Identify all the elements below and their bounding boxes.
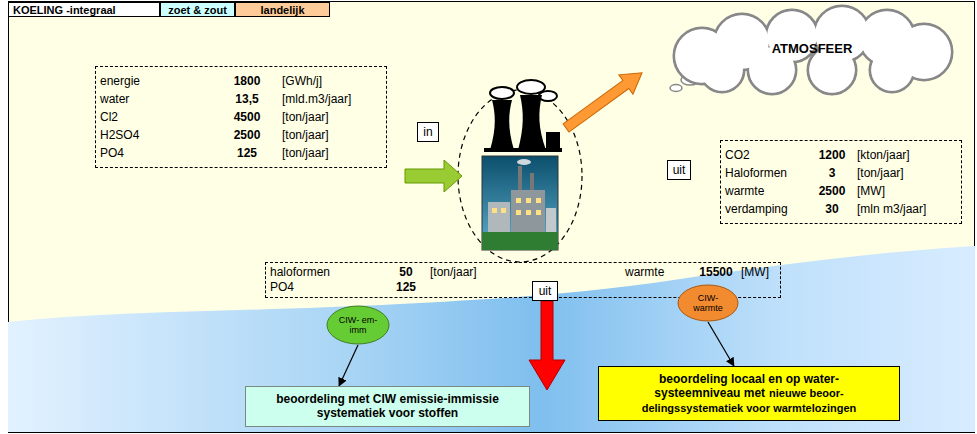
table-cell: [ton/jaar] bbox=[282, 146, 382, 160]
cloud-label: ATMOSFEER bbox=[772, 42, 853, 57]
table-cell: warmte bbox=[725, 184, 807, 198]
cloud-fill bbox=[871, 49, 913, 91]
header-tag: zoet & zout bbox=[160, 2, 235, 17]
table-cell: [ton/jaar] bbox=[430, 265, 550, 279]
factory-picture bbox=[511, 190, 545, 232]
table-cell: PO4 bbox=[270, 280, 382, 294]
table-cell: energie bbox=[100, 74, 212, 88]
table-cell: 1200 bbox=[807, 148, 857, 162]
table-cell: 3 bbox=[807, 166, 857, 180]
table-cell: 30 bbox=[807, 202, 857, 216]
factory-picture bbox=[488, 202, 510, 232]
table-cell: [mld.m3/jaar] bbox=[282, 92, 382, 106]
box-label: landelijk bbox=[239, 4, 326, 17]
table-cell: 13,5 bbox=[212, 92, 282, 106]
cooling-tower-icon bbox=[490, 100, 514, 150]
flow-tag: uit bbox=[667, 160, 691, 180]
cooling-tower-icon bbox=[518, 95, 546, 150]
factory-picture bbox=[501, 208, 506, 213]
emission-table: CO21200[kton/jaar] Haloformen3[ton/jaar] w… bbox=[720, 140, 962, 224]
factory-picture bbox=[546, 208, 556, 232]
factory-picture bbox=[530, 173, 534, 192]
table-cell: H2SO4 bbox=[100, 128, 212, 142]
cloud-fill bbox=[701, 49, 743, 91]
table-cell: [ton/jaar] bbox=[282, 128, 382, 142]
box-label: zoet & zout bbox=[164, 4, 231, 17]
cooling-tower-icon bbox=[546, 132, 560, 150]
factory-picture bbox=[516, 198, 521, 203]
table-cell: verdamping bbox=[725, 202, 807, 216]
factory-picture bbox=[518, 166, 522, 192]
box-label: KOELING -integraal bbox=[13, 4, 155, 17]
cooling-tower-icon bbox=[490, 87, 514, 99]
table-cell: [MW] bbox=[741, 265, 778, 279]
assessment-box: beoordeling met CIW emissie-immissie sys… bbox=[245, 386, 530, 427]
table-cell: [mln m3/jaar] bbox=[857, 202, 957, 216]
factory-picture bbox=[536, 210, 541, 215]
table-cell: Cl2 bbox=[100, 110, 212, 124]
box-label: uit bbox=[533, 284, 557, 298]
table-cell: 125 bbox=[212, 146, 282, 160]
ellipse-label: CIW- warmte bbox=[686, 293, 730, 314]
ellipse-outline bbox=[327, 306, 389, 344]
factory-picture bbox=[526, 198, 531, 203]
table-cell: 2500 bbox=[807, 184, 857, 198]
table-cell: 2500 bbox=[212, 128, 282, 142]
cooling-tower-icon bbox=[484, 148, 562, 152]
assessment-ellipse: CIW- warmte bbox=[677, 284, 739, 322]
water-body bbox=[8, 246, 975, 432]
table-cell: [ton/jaar] bbox=[857, 166, 957, 180]
table-cell: warmte bbox=[625, 265, 691, 279]
connector-arrow bbox=[339, 345, 358, 386]
factory-picture bbox=[482, 156, 558, 250]
factory-picture bbox=[536, 198, 541, 203]
table-cell: [kton/jaar] bbox=[857, 148, 957, 162]
atmosphere-cloud: ATMOSFEER bbox=[662, 4, 962, 94]
table-cell: 15500 bbox=[691, 265, 741, 279]
emission-arrow bbox=[559, 63, 649, 138]
assessment-box: beoordeling locaal en op water- systeemn… bbox=[598, 366, 900, 421]
table-cell: [ton/jaar] bbox=[282, 110, 382, 124]
factory-picture bbox=[526, 210, 531, 215]
table-cell: haloformen bbox=[270, 265, 382, 279]
factory-picture bbox=[482, 232, 558, 250]
input-table: energie1800[GWh/j] water13,5[mld.m3/jaar]… bbox=[95, 66, 387, 168]
assessment-ellipse: CIW- em-imm bbox=[326, 305, 390, 345]
flow-tag: in bbox=[417, 122, 439, 142]
connector-arrow bbox=[708, 322, 734, 366]
background-frame bbox=[9, 2, 975, 433]
factory-picture bbox=[516, 210, 521, 215]
box-label: uit bbox=[668, 163, 690, 177]
table-cell: 50 bbox=[382, 265, 430, 279]
table-cell: 125 bbox=[382, 280, 430, 294]
factory-picture bbox=[517, 159, 531, 165]
factory-picture bbox=[482, 156, 558, 250]
table-cell: [MW] bbox=[857, 184, 957, 198]
table-cell: [GWh/j] bbox=[282, 74, 382, 88]
input-arrow bbox=[405, 160, 462, 192]
header-tag: landelijk bbox=[235, 2, 330, 17]
cooling-tower-icon bbox=[484, 80, 562, 152]
table-cell: PO4 bbox=[100, 146, 212, 160]
factory-picture bbox=[492, 208, 497, 213]
table-cell: Haloformen bbox=[725, 166, 807, 180]
table-cell: 4500 bbox=[212, 110, 282, 124]
cloud-bubbles bbox=[670, 85, 682, 92]
box-label: beoordeling met CIW emissie-immissie sys… bbox=[252, 392, 523, 421]
header-box: KOELING -integraal bbox=[8, 2, 160, 17]
table-cell: CO2 bbox=[725, 148, 807, 162]
flow-tag: uit bbox=[532, 281, 558, 301]
box-label: in bbox=[418, 125, 438, 139]
table-cell: water bbox=[100, 92, 212, 106]
table-cell: 1800 bbox=[212, 74, 282, 88]
ellipse-label: CIW- em-imm bbox=[336, 315, 380, 336]
plant-boundary bbox=[458, 90, 582, 262]
discharge-arrow bbox=[529, 301, 565, 390]
ellipse-outline bbox=[678, 285, 738, 321]
